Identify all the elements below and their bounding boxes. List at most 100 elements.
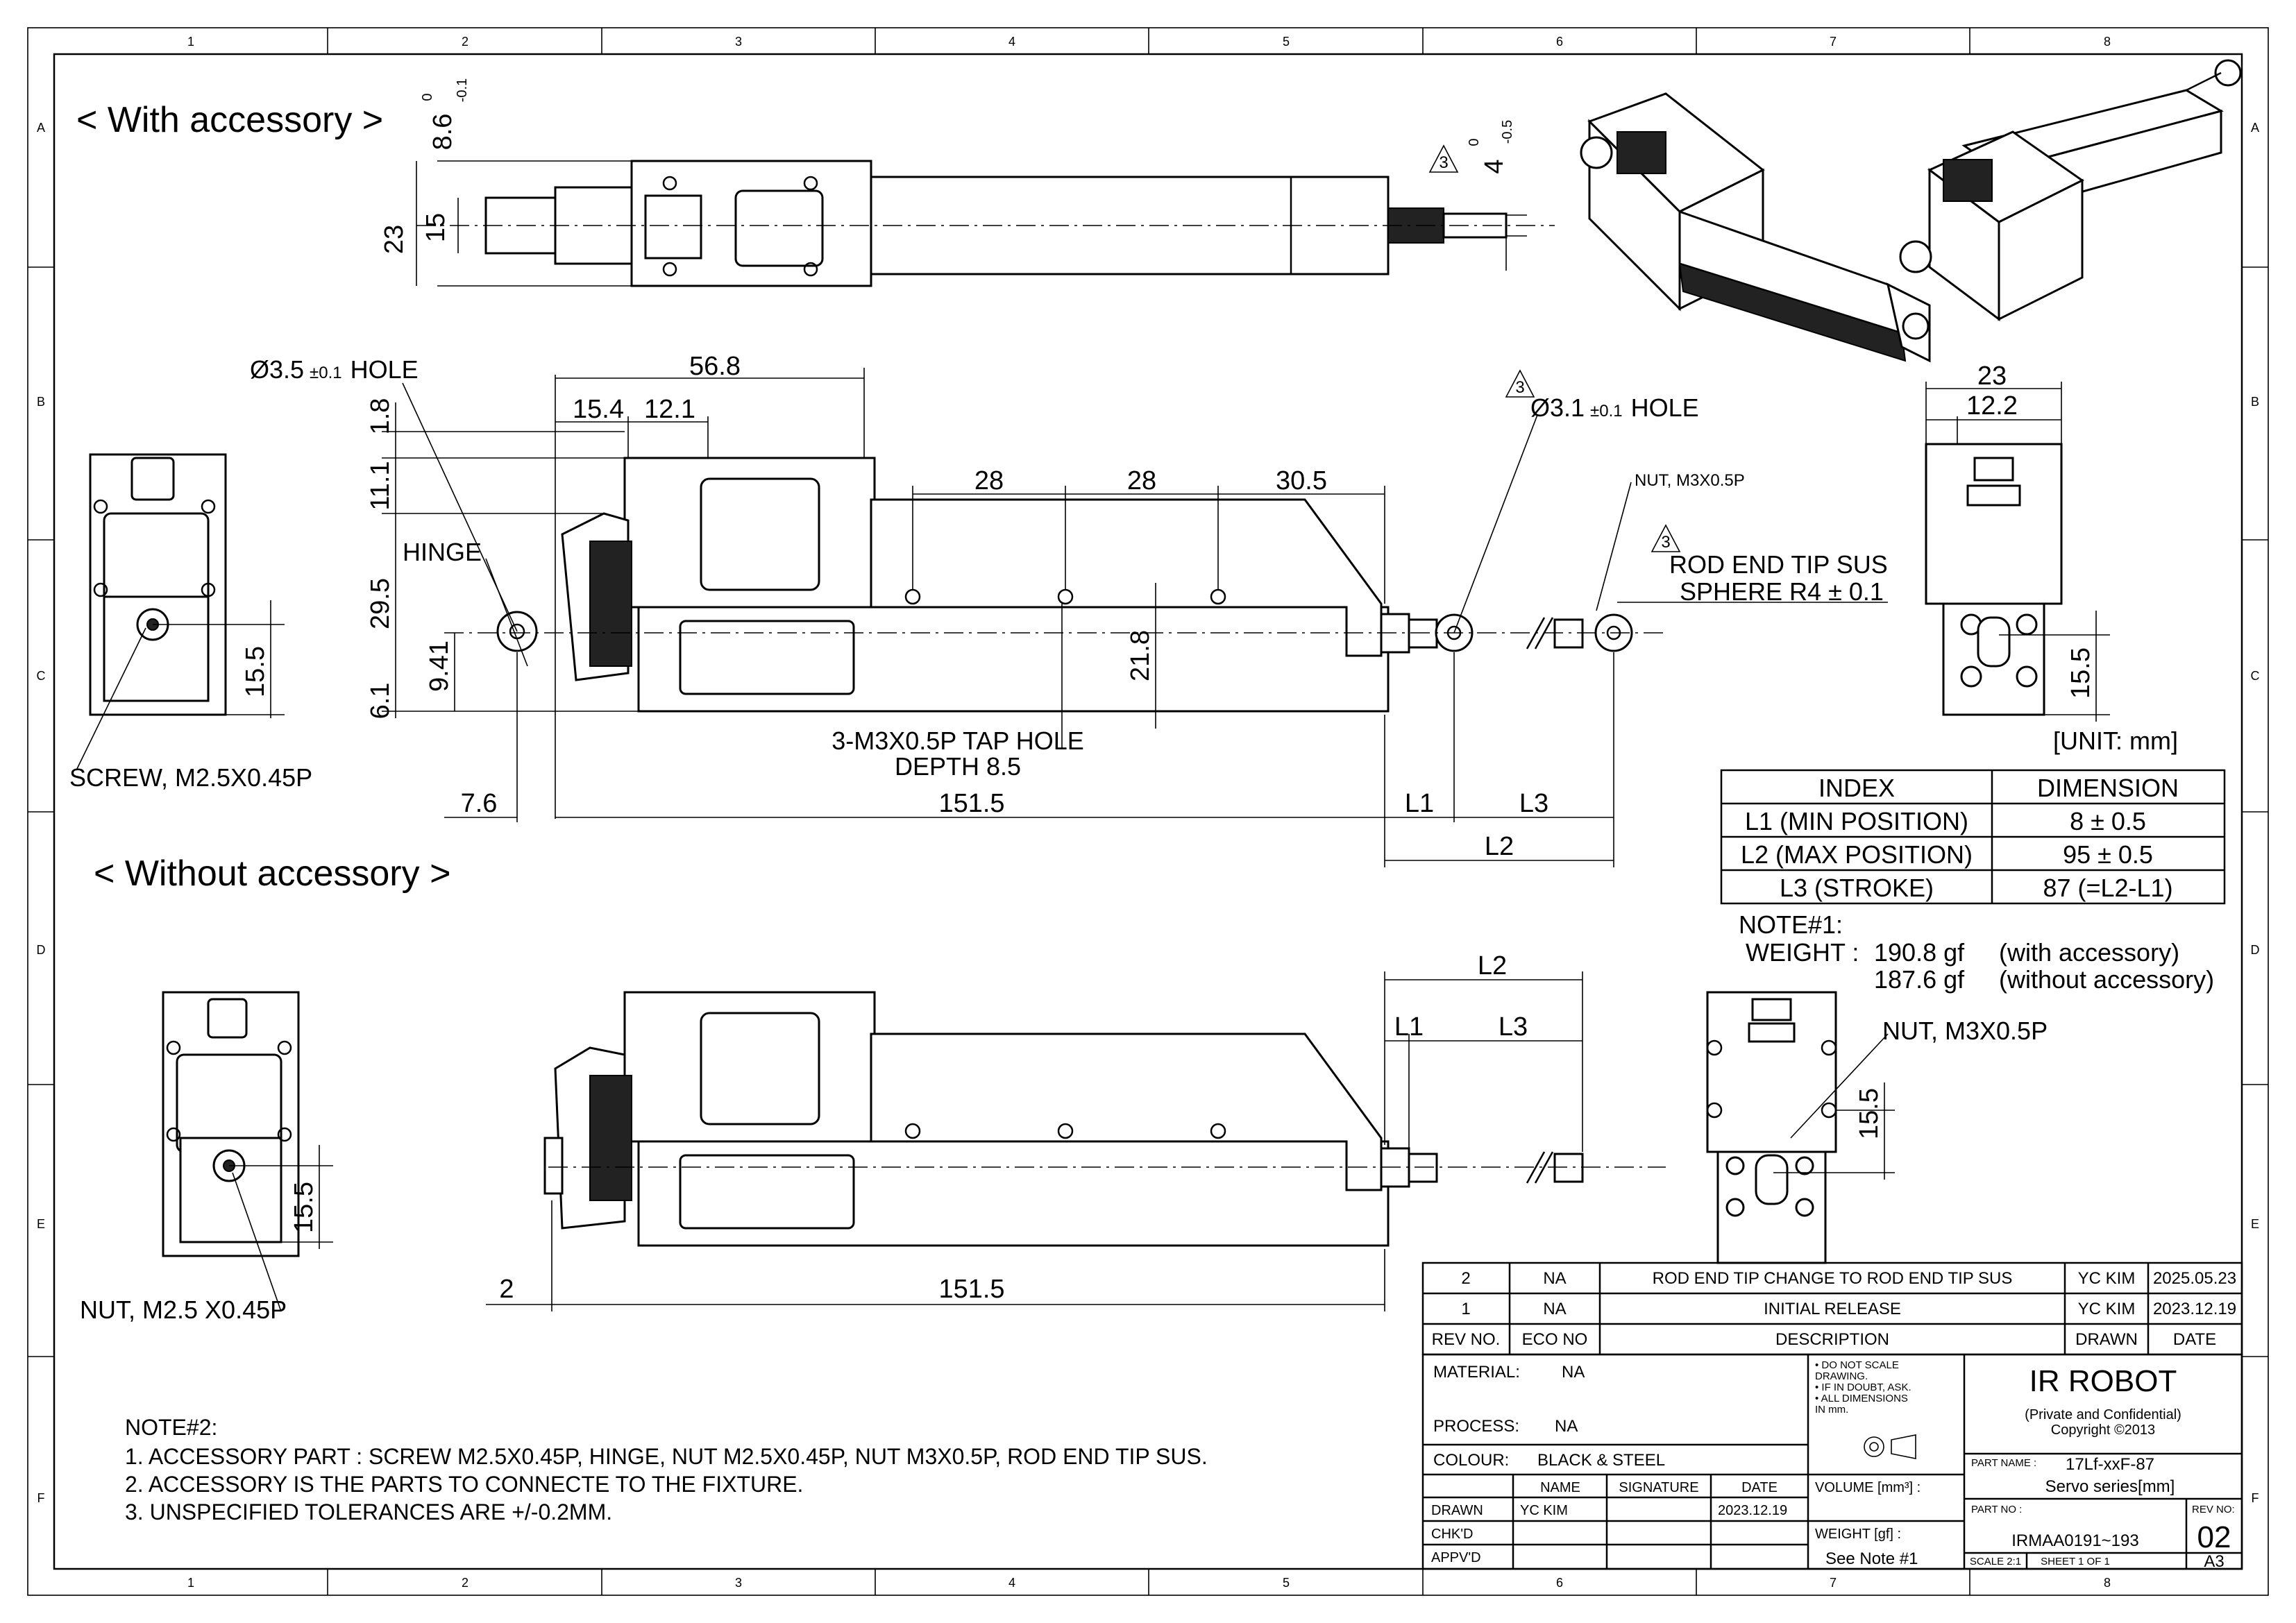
zone-col-3: 3 bbox=[735, 35, 742, 49]
rev2-drawn: YC KIM bbox=[2078, 1269, 2136, 1288]
tb-note-4: • ALL DIMENSIONS bbox=[1815, 1393, 1908, 1404]
zone-col-2: 2 bbox=[462, 35, 469, 49]
dim-28-b: 28 bbox=[1127, 466, 1156, 495]
rev1-eco: NA bbox=[1543, 1300, 1566, 1318]
note2-title: NOTE#2: bbox=[125, 1415, 217, 1440]
right-side-view-without: 15.5 NUT, M3X0.5P bbox=[1706, 991, 2048, 1264]
drawn-label: DRAWN bbox=[1431, 1503, 1483, 1518]
zone-row-c-r: C bbox=[2251, 669, 2260, 683]
rev-marker-rod: 3 bbox=[1661, 533, 1670, 552]
chkd-label: CHK'D bbox=[1431, 1527, 1474, 1542]
revision-table: 2 NA ROD END TIP CHANGE TO ROD END TIP S… bbox=[1421, 1261, 2243, 1356]
note1-title: NOTE#1: bbox=[1739, 910, 1843, 939]
copyright-text: Copyright ©2013 bbox=[2051, 1422, 2155, 1438]
sig-header-name: NAME bbox=[1540, 1480, 1580, 1495]
sig-header-date: DATE bbox=[1741, 1480, 1778, 1495]
dim-11-1: 11.1 bbox=[366, 461, 395, 510]
company-name: IR ROBOT bbox=[2029, 1364, 2177, 1398]
confidential-text: (Private and Confidential) bbox=[2025, 1407, 2181, 1422]
zone-col-6: 6 bbox=[1556, 35, 1563, 49]
dim-7-6: 7.6 bbox=[461, 789, 498, 818]
dim-bottom-left-15-5: 15.5 bbox=[289, 1182, 319, 1233]
rev-marker-hole: 3 bbox=[1515, 378, 1524, 397]
dim-bottom-l3: L3 bbox=[1499, 1012, 1528, 1042]
zone-row-d-r: D bbox=[2251, 943, 2260, 957]
dim-bottom-right-15-5: 15.5 bbox=[1855, 1088, 1884, 1139]
dim-right-tol-main: 4 bbox=[1480, 159, 1509, 173]
zone-col-7: 7 bbox=[1830, 35, 1837, 49]
process-label: PROCESS: bbox=[1433, 1417, 1519, 1436]
note2-line-1: 1. ACCESSORY PART : SCREW M2.5X0.45P, HI… bbox=[125, 1444, 1208, 1469]
drawn-date: 2023.12.19 bbox=[1718, 1503, 1787, 1518]
dim-table-l1-index: L1 (MIN POSITION) bbox=[1745, 807, 1968, 835]
rev1-drawn: YC KIM bbox=[2078, 1300, 2136, 1318]
zone-row-f: F bbox=[37, 1491, 45, 1505]
material-value: NA bbox=[1562, 1363, 1585, 1382]
note1-w1: 190.8 gf bbox=[1874, 938, 1965, 967]
zone-col-3b: 3 bbox=[735, 1576, 742, 1590]
note2-line-3: 3. UNSPECIFIED TOLERANCES ARE +/-0.2MM. bbox=[125, 1499, 612, 1524]
dim-56-8: 56.8 bbox=[689, 352, 741, 381]
zone-col-5b: 5 bbox=[1283, 1576, 1290, 1590]
part-name-label: PART NAME : bbox=[1971, 1457, 2036, 1469]
dim-6-1: 6.1 bbox=[366, 683, 395, 720]
rev-no: 02 bbox=[2197, 1520, 2231, 1554]
dim-151-5: 151.5 bbox=[938, 789, 1004, 818]
dim-top-23: 23 bbox=[380, 225, 409, 254]
projection-symbol bbox=[1864, 1434, 1916, 1459]
dim-l2: L2 bbox=[1485, 832, 1514, 861]
nut-m25-label: NUT, M2.5 X0.45P bbox=[80, 1295, 287, 1324]
dim-28-a: 28 bbox=[974, 466, 1004, 495]
zone-row-b: B bbox=[37, 395, 45, 409]
part-name-2: Servo series[mm] bbox=[2045, 1477, 2175, 1496]
with-accessory-title: < With accessory > bbox=[76, 100, 383, 140]
isometric-view-left bbox=[1580, 92, 1931, 363]
sheet-size: A3 bbox=[2204, 1552, 2224, 1571]
scale-text: SCALE 2:1 bbox=[1970, 1556, 2021, 1567]
tb-note-2: DRAWING. bbox=[1815, 1370, 1868, 1382]
rev-header-drawn: DRAWN bbox=[2075, 1330, 2138, 1349]
part-no-label: PART NO : bbox=[1971, 1504, 2022, 1515]
zone-col-7b: 7 bbox=[1830, 1576, 1837, 1590]
dim-right-12-2: 12.2 bbox=[1966, 391, 2018, 420]
dim-table-header-index: INDEX bbox=[1818, 774, 1895, 802]
zone-row-d: D bbox=[37, 943, 46, 957]
tb-note-1: • DO NOT SCALE bbox=[1815, 1359, 1899, 1371]
dim-29-5: 29.5 bbox=[366, 578, 395, 629]
front-view-with-accessory: 56.8 15.4 12.1 28 28 30.5 1.8 11.1 29.5 … bbox=[250, 352, 1888, 867]
zone-col-4b: 4 bbox=[1008, 1576, 1015, 1590]
rod-end-label-1: ROD END TIP SUS bbox=[1669, 550, 1888, 579]
zone-col-1: 1 bbox=[187, 35, 194, 49]
dim-table-l2-index: L2 (MAX POSITION) bbox=[1741, 840, 1973, 869]
dim-15-4: 15.4 bbox=[573, 395, 624, 424]
dim-right-tol-lower: -0.5 bbox=[1500, 120, 1515, 144]
zone-row-e-r: E bbox=[2251, 1217, 2259, 1231]
rev2-no: 2 bbox=[1461, 1269, 1470, 1288]
rev-header-desc: DESCRIPTION bbox=[1775, 1330, 1889, 1349]
zone-row-a-r: A bbox=[2251, 121, 2259, 135]
dim-1-8: 1.8 bbox=[366, 398, 395, 435]
left-side-view-with: 15.5 SCREW, M2.5X0.45P bbox=[69, 453, 312, 792]
weight-label: WEIGHT [gf] : bbox=[1815, 1527, 1901, 1542]
zone-col-4: 4 bbox=[1008, 35, 1015, 49]
rev2-desc: ROD END TIP CHANGE TO ROD END TIP SUS bbox=[1653, 1269, 2013, 1288]
colour-value: BLACK & STEEL bbox=[1537, 1451, 1665, 1470]
dim-top-tol-main: 8.6 bbox=[428, 114, 457, 151]
rod-end-label-2: SPHERE R4 ± 0.1 bbox=[1680, 577, 1884, 606]
top-view: 23 15 8.6 0 -0.1 3 4 0 -0.5 bbox=[380, 78, 1555, 287]
process-value: NA bbox=[1555, 1417, 1578, 1436]
dim-12-1: 12.1 bbox=[644, 395, 695, 424]
zone-row-a: A bbox=[37, 121, 45, 135]
rev1-desc: INITIAL RELEASE bbox=[1764, 1300, 1901, 1318]
zone-col-6b: 6 bbox=[1556, 1576, 1563, 1590]
note1-w2-desc: (without accessory) bbox=[1999, 965, 2214, 994]
tap-hole-label-1: 3-M3X0.5P TAP HOLE bbox=[832, 726, 1084, 755]
volume-label: VOLUME [mm³] : bbox=[1815, 1480, 1921, 1495]
zone-col-8: 8 bbox=[2104, 35, 2111, 49]
without-accessory-title: < Without accessory > bbox=[94, 853, 450, 894]
zone-row-b-r: B bbox=[2251, 395, 2259, 409]
dim-bottom-2: 2 bbox=[499, 1275, 514, 1304]
drawing-frame: 1 2 3 4 5 6 7 8 1 2 3 4 5 6 7 8 A B C D … bbox=[27, 27, 2269, 1596]
